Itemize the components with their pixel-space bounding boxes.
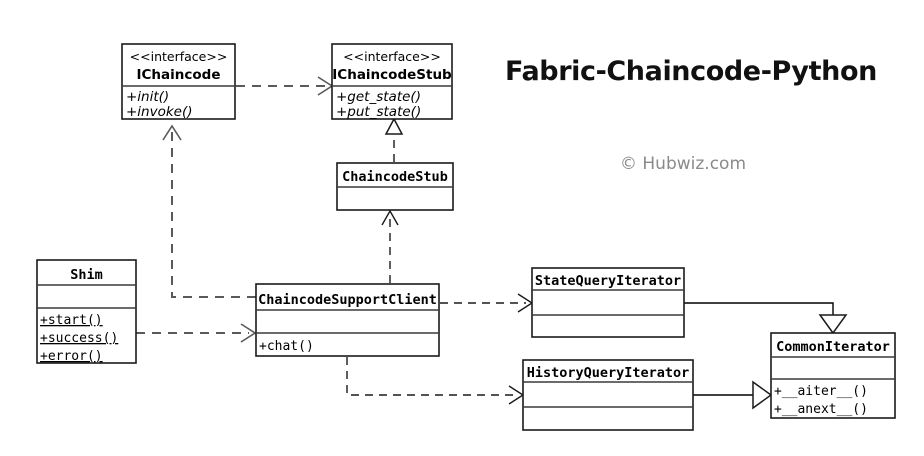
chaincodestub-name: ChaincodeStub bbox=[342, 169, 448, 185]
class-box-ichaincode[interactable]: <<interface>> IChaincode +init() +invoke… bbox=[121, 43, 236, 120]
edge-supportclient-to-historyqueryiterator bbox=[346, 357, 525, 405]
edge-chaincodestub-to-ichaincodestub bbox=[384, 117, 404, 162]
ichaincode-method-init: +init() bbox=[126, 89, 169, 105]
edge-supportclient-to-statequeryiterator bbox=[440, 293, 534, 313]
chaincodesupportclient-method-chat: +chat() bbox=[259, 339, 314, 354]
ichaincodestub-stereotype: <<interface>> bbox=[343, 49, 441, 64]
ichaincode-stereotype: <<interface>> bbox=[130, 49, 228, 64]
page-title: Fabric-Chaincode-Python bbox=[505, 56, 877, 87]
class-box-historyqueryiterator[interactable]: HistoryQueryIterator bbox=[522, 359, 694, 431]
shim-method-success: +success() bbox=[40, 331, 118, 346]
statequeryiterator-name: StateQueryIterator bbox=[535, 273, 681, 289]
chaincodesupportclient-name: ChaincodeSupportClient bbox=[258, 292, 437, 308]
ichaincodestub-name: IChaincodeStub bbox=[332, 67, 452, 83]
ichaincode-name: IChaincode bbox=[137, 67, 221, 83]
class-box-ichaincodestub[interactable]: <<interface>> IChaincodeStub +get_state(… bbox=[331, 43, 453, 120]
copyright-credit: © Hubwiz.com bbox=[620, 154, 746, 174]
class-box-statequeryiterator[interactable]: StateQueryIterator bbox=[531, 267, 685, 338]
ichaincodestub-method-get-state: +get_state() bbox=[336, 89, 421, 105]
edge-supportclient-to-chaincodestub bbox=[381, 209, 399, 283]
class-box-commoniterator[interactable]: CommonIterator +__aiter__() +__anext__() bbox=[770, 332, 896, 419]
ichaincodestub-method-put-state: +put_state() bbox=[336, 104, 421, 120]
edge-statequeryiterator-to-commoniterator bbox=[684, 302, 848, 335]
shim-method-start: +start() bbox=[40, 313, 103, 328]
edge-supportclient-to-ichaincode bbox=[162, 124, 256, 298]
edge-historyqueryiterator-to-commoniterator bbox=[693, 380, 773, 410]
class-box-chaincodestub[interactable]: ChaincodeStub bbox=[336, 162, 454, 211]
commoniterator-method-anext: +__anext__() bbox=[774, 402, 868, 417]
ichaincode-method-invoke: +invoke() bbox=[126, 104, 193, 120]
class-box-chaincodesupportclient[interactable]: ChaincodeSupportClient +chat() bbox=[255, 283, 440, 357]
shim-name: Shim bbox=[70, 267, 103, 283]
historyqueryiterator-name: HistoryQueryIterator bbox=[527, 365, 690, 381]
edge-ichaincode-to-ichaincodestub bbox=[236, 76, 334, 96]
shim-method-error: +error() bbox=[40, 349, 103, 364]
commoniterator-method-aiter: +__aiter__() bbox=[774, 384, 868, 399]
commoniterator-name: CommonIterator bbox=[776, 339, 890, 355]
edge-shim-to-supportclient bbox=[136, 323, 257, 343]
class-box-shim[interactable]: Shim +start() +success() +error() bbox=[36, 259, 137, 364]
